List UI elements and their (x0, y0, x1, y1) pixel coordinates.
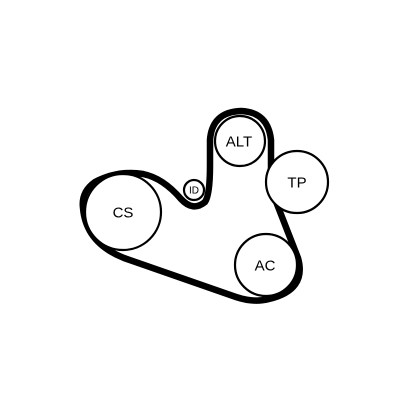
alt-pulley-circle (213, 114, 267, 168)
ac-pulley-label: AC (255, 258, 276, 275)
ac-pulley-circle (233, 232, 299, 298)
cs-pulley-circle (83, 172, 163, 252)
cs-pulley-label: CS (113, 205, 134, 222)
alt-pulley-label: ALT (226, 134, 252, 151)
id-pulley-circle (182, 178, 206, 202)
tp-pulley: TP (264, 149, 330, 215)
id-pulley: ID (182, 178, 206, 202)
id-pulley-label: ID (189, 186, 199, 197)
ac-pulley: AC (233, 232, 299, 298)
tp-pulley-label: TP (287, 175, 306, 192)
cs-pulley: CS (83, 172, 163, 252)
tp-pulley-circle (264, 149, 330, 215)
alt-pulley: ALT (213, 114, 267, 168)
drive-belt (79, 107, 303, 304)
